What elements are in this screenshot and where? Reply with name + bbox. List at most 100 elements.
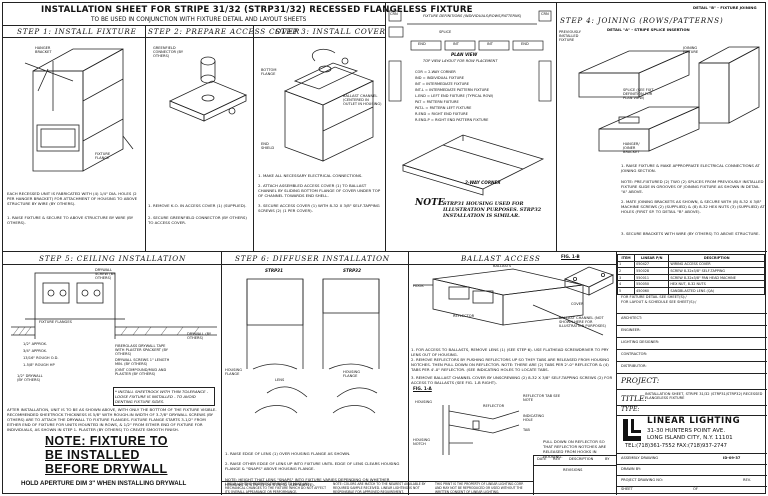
- top-row-divider: [3, 251, 767, 252]
- step2-divider: [253, 25, 254, 251]
- step-title-line: [3, 37, 385, 38]
- tb-type-label: TYPE:: [621, 406, 640, 413]
- step3-label-bottom-flange: BOTTOM FLANGE: [261, 68, 277, 76]
- legend-item: R.END = RIGHT END FIXTURE: [415, 112, 468, 116]
- tb-rev: REV.: [743, 478, 751, 482]
- step6-note-3: NOTE: HEIGHT THAT LENS "SNAPS" INTO FIXT…: [225, 477, 390, 488]
- plan-divider: [556, 3, 557, 251]
- step2-access-cover-drawing: [169, 56, 247, 122]
- bom-cell: 4: [616, 280, 636, 288]
- ballast-label-ballasts: BALLASTS: [493, 264, 512, 268]
- bill-of-materials: ITEM LINEAR P/N DESCRIPTION 1 050427 WIR…: [616, 254, 765, 295]
- bom-header-item: ITEM: [616, 254, 636, 262]
- fig1a-note: PULL DOWN ON REFLECTOR SO THAT REFLECTOR…: [543, 439, 607, 460]
- bom-cell: 550028: [634, 267, 670, 275]
- tb-sheet: SHEET: [621, 487, 633, 491]
- corner-diagram: [401, 134, 545, 196]
- step5-label-compound: JOINT COMPOUND/MUD AND PLASTER (BY OTHER…: [115, 368, 167, 376]
- bom-cell: 450060: [634, 286, 670, 295]
- step1-fixture-drawing: [24, 48, 134, 172]
- legend-item: COR = 2-WAY CORNER: [415, 70, 456, 74]
- bom-header-description: DESCRIPTION: [668, 254, 765, 262]
- fig1b-title: FIG. 1-B: [561, 254, 580, 259]
- rev-description-header: DESCRIPTION: [569, 457, 594, 461]
- legend-item: R.END-P = RIGHT END PATTERN FIXTURE: [415, 118, 489, 122]
- ballast-note-1: 1. FOR ACCESS TO BALLASTS, REMOVE LENS (…: [411, 347, 609, 358]
- tb-line: [616, 486, 767, 487]
- hold-aperture-note: HOLD APERTURE DIM 3" WHEN INSTALLING DRY…: [21, 480, 187, 487]
- step1-divider: [145, 25, 146, 251]
- plan-note-title: NOTE: [415, 198, 445, 208]
- fig1a-label-housing-notch: HOUSING NOTCH: [413, 438, 430, 446]
- sheet-title: INSTALLATION SHEET FOR STRIPE 31/32 (STR…: [41, 5, 473, 15]
- rev-date-header: DATE: [537, 457, 547, 461]
- step5-ceiling-section: [11, 272, 217, 339]
- step4-title: STEP 4: JOINING (ROWS/PATTERNS): [560, 16, 724, 25]
- step5-title: STEP 5: CEILING INSTALLATION: [39, 254, 187, 263]
- detail-a-label: DETAIL "A" - STRIPE SPLICE INSERTION: [607, 27, 690, 32]
- tb-distributor: DISTRIBUTOR:: [621, 364, 647, 368]
- company-address-1: 31-30 HUNTERS POINT AVE.: [647, 428, 726, 434]
- disclaimer-3: THIS PRINT IS THE PROPERTY OF LINEAR LIG…: [435, 482, 524, 495]
- step5-label-flanges: FIXTURE FLANGES: [39, 320, 72, 324]
- legend-item: L.END = LEFT END FIXTURE (TYPICAL ROW): [415, 94, 494, 98]
- tb-assembly-drawing: ASSEMBLY DRAWING: [621, 456, 659, 460]
- tb-line: [616, 464, 767, 465]
- step2-title: STEP 2: PREPARE ACCESS COVER: [148, 27, 301, 36]
- step1-label-hanger: HANGER BRACKET: [35, 46, 52, 54]
- disclaimer-1: LINEAR LIGHTING RESERVES THE RIGHT TO MA…: [225, 482, 326, 495]
- step6-label-lens: LENS: [275, 378, 285, 382]
- plan-box-crn-2: CRN: [541, 12, 549, 16]
- fig1b-label-cover: COVER: [571, 302, 584, 306]
- step5-label-screws: DRYWALL SCREWS 1" LENGTH MIN. (BY OTHERS…: [115, 358, 170, 366]
- step3-note-1: 1. MAKE ALL NECESSARY ELECTRICAL CONNECT…: [258, 173, 363, 178]
- plan-view-label: PLAN VIEW: [451, 52, 478, 57]
- tb-contractor: CONTRACTOR:: [621, 352, 648, 356]
- bom-cell: SCREW 8-32x3/8" PAN HEAD MACHINE: [668, 273, 765, 282]
- tb-line: [616, 415, 767, 416]
- linear-logo-icon: [623, 419, 641, 441]
- step3-label-end-shield: END SHIELD: [261, 142, 275, 150]
- fig1a-drawing: [442, 405, 520, 455]
- step1-note-1: EACH RECESSED UNIT IS FABRICATED WITH (4…: [7, 191, 138, 207]
- corner-label: 2-WAY CORNER: [465, 180, 501, 185]
- step5-label-three-quarter: 3/4" APPROX.: [23, 349, 48, 353]
- step5-label-half-drywall: 1/2" DRYWALL (BY OTHERS): [17, 374, 43, 382]
- bom-cell: 3: [616, 273, 636, 282]
- table-row: 2 550028 SCREW 8-32x3/8" SELF-TAPPING: [616, 267, 765, 275]
- step1-label-flange: FIXTURE FLANGE: [95, 152, 111, 160]
- legend-item: PAT = PATTERN FIXTURE: [415, 100, 459, 104]
- revisions-left: [533, 455, 534, 495]
- step3-divider: [385, 3, 386, 251]
- table-row: 1 050427 WIRING ACCESS COVER: [616, 260, 765, 269]
- step5-label-rough-od: 13/16" ROUGH O.D.: [23, 356, 59, 360]
- ballast-label-hook: HOOK: [413, 284, 424, 288]
- bom-header-pn: LINEAR P/N: [634, 254, 670, 262]
- plan-box-int-2: INT: [487, 42, 493, 46]
- legend-item: INT = INTERMEDIATE FIXTURE: [415, 82, 470, 86]
- step5-label-rough-hp: 1-5/8" ROUGH HP: [23, 363, 55, 367]
- step6-label-strp32: STRP32: [343, 268, 361, 273]
- tb-line: [616, 389, 767, 390]
- plan-note-text: STRP31 HOUSING USED FOR ILLUSTRATION PUR…: [443, 201, 542, 220]
- bom-cell: HEX NUT, 8-32 NUTS: [668, 280, 765, 288]
- bom-cell: SANDBLASTED LENS (QA): [668, 286, 765, 295]
- tb-line: [616, 453, 767, 454]
- tb-lighting-designer: LIGHTING DESIGNER:: [621, 340, 660, 344]
- step5-note-box: * INSTALL SHEETROCK WITH THIN TOLERANCE …: [113, 387, 215, 407]
- plan-box-int-1: INT: [453, 42, 459, 46]
- detail-b-label: DETAIL "B" - FIXTURE JOINING: [693, 5, 757, 10]
- company-phone: TEL:(718)361-7552 FAX:(718)937-2747: [625, 443, 727, 449]
- legend-item: INT-L = INTERMEDIATE PATTERN FIXTURE: [415, 88, 490, 92]
- fig1a-title: FIG. 1-A: [413, 386, 432, 391]
- tb-title-label: TITLE:: [621, 394, 647, 403]
- step4-note-3: 2. MATE JOINING BRACKETS AS SHOWN, & SEC…: [621, 199, 765, 215]
- step1-title: STEP 1: INSTALL FIXTURE: [17, 27, 137, 36]
- tb-drawn-by: DRAWN BY:: [621, 467, 641, 471]
- step6-note-1: 1. RAISE EDGE OF LENS (1) OVER HOUSING F…: [225, 451, 351, 456]
- step2-label-connector: GREENFIELD CONNECTOR (BY OTHERS): [153, 46, 184, 58]
- step2-note-1: 1. REMOVE K.O. IN ACCESS COVER (1) (SUPP…: [148, 203, 247, 208]
- bom-cell: 2: [616, 267, 636, 275]
- step4-note-1: 1. RAISE FIXTURE & MAKE APPROPRIATE ELEC…: [621, 163, 760, 174]
